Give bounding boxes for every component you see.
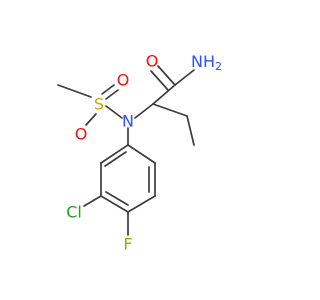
atom-labels: O NH2 O S O N Cl F — [66, 52, 222, 254]
bond-carbonyl-double-1 — [157, 65, 176, 86]
bond-carbonyl-amide-n — [174, 69, 195, 86]
bond-s-o-top-2 — [105, 89, 119, 100]
ring-bond-3-inner — [105, 191, 129, 206]
bond-alpha-ethyl — [152, 103, 188, 117]
atom-n-sulfonamide: N — [122, 112, 134, 131]
molecule-structure: O NH2 O S O N Cl F — [57, 52, 222, 254]
bond-s-o-top-1 — [101, 84, 115, 95]
bond-ethyl-methyl — [186, 115, 195, 146]
ring-bond-1 — [100, 144, 129, 164]
ring-bond-3 — [100, 195, 129, 213]
atom-o-sulfonyl-bottom: O — [75, 125, 88, 144]
atom-o-sulfonyl-top: O — [117, 71, 130, 90]
bond-n-s — [105, 105, 123, 119]
atom-nh2: NH2 — [191, 52, 222, 73]
atom-sulfur: S — [94, 95, 104, 114]
atom-nh2-main: NH — [191, 52, 215, 71]
atom-fluorine: F — [123, 235, 132, 254]
bond-ring-cl — [83, 195, 102, 207]
bond-alpha-n — [134, 103, 154, 119]
atom-nh2-subscript: 2 — [215, 60, 222, 73]
ring-bond-6 — [127, 144, 156, 164]
bond-carbonyl-alpha — [152, 84, 176, 105]
ring-bond-1-inner — [104, 151, 127, 167]
bond-s-o-bottom-1 — [85, 113, 97, 126]
bond-lines — [57, 65, 195, 236]
bond-s-methyl — [57, 84, 92, 98]
bond-carbonyl-double-2 — [150, 70, 169, 91]
atom-o-carbonyl: O — [146, 52, 159, 71]
atom-chlorine: Cl — [66, 203, 82, 222]
ring-bond-4 — [127, 195, 156, 213]
